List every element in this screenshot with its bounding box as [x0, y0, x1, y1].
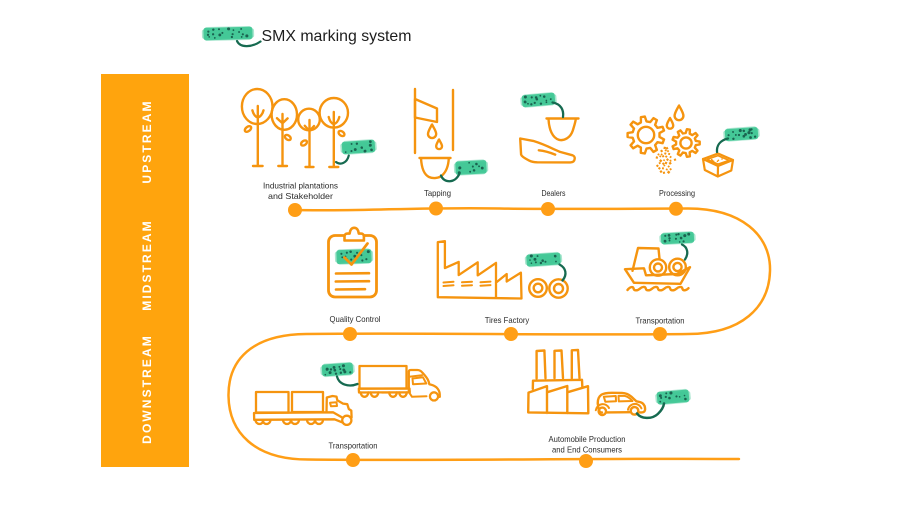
svg-text:Transportation: Transportation [636, 316, 685, 326]
svg-text:Dealers: Dealers [542, 188, 566, 198]
svg-text:Automobile Production: Automobile Production [549, 434, 626, 444]
svg-text:Tapping: Tapping [424, 188, 451, 198]
svg-text:Transportation: Transportation [329, 441, 378, 451]
svg-text:MIDSTREAM: MIDSTREAM [140, 219, 154, 311]
svg-text:SMX marking system: SMX marking system [262, 28, 412, 45]
svg-text:Processing: Processing [659, 188, 695, 198]
svg-text:Industrial plantations: Industrial plantations [263, 181, 338, 191]
svg-text:and Stakeholder: and Stakeholder [268, 191, 333, 201]
svg-text:UPSTREAM: UPSTREAM [140, 99, 154, 183]
svg-text:DOWNSTREAM: DOWNSTREAM [140, 334, 154, 444]
svg-text:Quality Control: Quality Control [330, 314, 381, 324]
svg-text:Tires Factory: Tires Factory [485, 315, 530, 325]
svg-text:and End Consumers: and End Consumers [552, 445, 622, 455]
